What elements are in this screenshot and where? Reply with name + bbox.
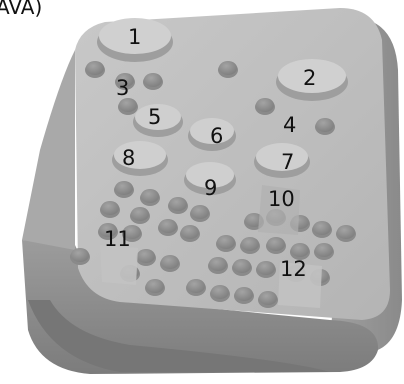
boss-8	[112, 141, 168, 176]
block-front-face	[22, 240, 379, 374]
pocket-12	[278, 262, 322, 308]
pin-top-18	[245, 213, 263, 227]
pin-top-28	[71, 248, 89, 262]
label-8: 8	[122, 146, 135, 170]
pin-top-1	[86, 61, 104, 75]
pin-top-38	[187, 279, 205, 293]
corner-caption: AVA)	[0, 0, 42, 19]
pin-top-16	[123, 225, 141, 239]
label-6: 6	[210, 124, 223, 148]
pin-top-25	[267, 237, 285, 251]
pin-top-23	[217, 235, 235, 249]
boss-9	[184, 162, 236, 195]
pin-top-22	[337, 225, 355, 239]
pin-top-21	[313, 221, 331, 235]
block-left-bevel	[22, 50, 75, 250]
boss-2	[276, 59, 348, 101]
pin-top-40	[235, 287, 253, 301]
block-bottom-edge	[28, 300, 330, 372]
label-10: 10	[268, 187, 295, 211]
pin-top-27	[315, 243, 333, 257]
pin-top-30	[161, 255, 179, 269]
boss-5	[133, 104, 183, 137]
label-1: 1	[128, 25, 141, 49]
pin-top-14	[159, 219, 177, 233]
label-11: 11	[104, 227, 131, 251]
pin-top-12	[169, 197, 187, 211]
label-9: 9	[204, 176, 217, 200]
pin-top-11	[131, 207, 149, 221]
label-5: 5	[148, 105, 161, 129]
pin-top-39	[211, 285, 229, 299]
pin-top-41	[259, 291, 277, 305]
label-12: 12	[280, 257, 307, 281]
pocket-11	[100, 245, 138, 285]
pin-top-7	[316, 118, 334, 132]
label-4: 4	[283, 113, 296, 137]
pin-top-9	[141, 189, 159, 203]
pin-top-10	[101, 201, 119, 215]
label-2: 2	[303, 66, 316, 90]
boss-1	[97, 18, 173, 62]
pin-top-8	[115, 181, 133, 195]
pin-top-5	[119, 98, 137, 112]
boss-6	[188, 118, 236, 151]
pin-top-29	[137, 249, 155, 263]
pin-top-31	[209, 257, 227, 271]
pin-top-4	[144, 73, 162, 87]
pin-top-32	[233, 259, 251, 273]
pin-top-17	[99, 223, 117, 237]
pin-top-3	[116, 73, 134, 87]
pin-top-15	[181, 225, 199, 239]
pin-top-26	[291, 243, 309, 257]
pocket-10	[258, 185, 300, 235]
pin-top-2	[219, 61, 237, 75]
pin-top-33	[257, 261, 275, 275]
boss-7	[254, 143, 310, 178]
pin-top-6	[256, 98, 274, 112]
label-7: 7	[281, 150, 294, 174]
label-3: 3	[116, 76, 129, 100]
pin-top-13	[191, 205, 209, 219]
pin-top-24	[241, 237, 259, 251]
pin-top-37	[146, 279, 164, 293]
